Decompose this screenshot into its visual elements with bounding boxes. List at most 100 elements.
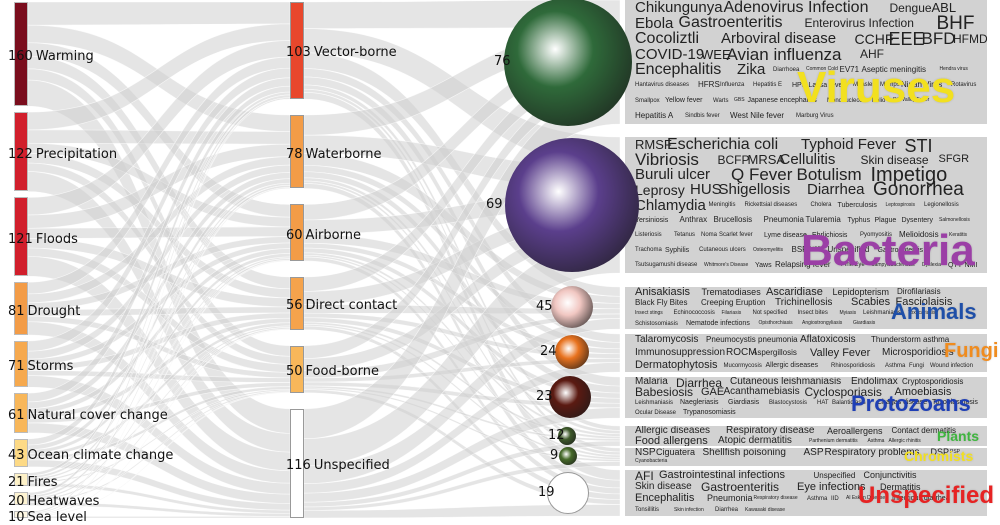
left-node-count: 20 bbox=[8, 493, 25, 509]
pathogen-disease-word: Microsporidiosis bbox=[882, 347, 954, 358]
pathogen-disease-word: Gastrointestinal infections bbox=[659, 470, 785, 482]
flow-middle-right bbox=[303, 318, 621, 484]
pathogen-disease-word: Tularemia bbox=[805, 215, 841, 225]
middle-node-bar bbox=[290, 204, 304, 261]
pathogen-disease-word: Malaria bbox=[635, 377, 668, 388]
left-node-bar bbox=[14, 282, 28, 335]
pathogen-illustration bbox=[551, 286, 593, 328]
left-node-bar bbox=[14, 2, 28, 107]
middle-node-name: Unspecified bbox=[313, 458, 390, 474]
pathogen-group-title: Viruses bbox=[797, 63, 956, 112]
pathogen-disease-word: Nematode infections bbox=[686, 320, 750, 328]
flow-middle-right bbox=[303, 461, 621, 511]
pathogen-disease-word: Creeping Eruption bbox=[701, 297, 766, 307]
pathogen-disease-word: Cocoliztli bbox=[635, 29, 700, 47]
pathogen-disease-word: Insect bites bbox=[797, 310, 828, 317]
pathogen-disease-word: Echinococcosis bbox=[673, 310, 715, 317]
pathogen-disease-word: Filariasis bbox=[721, 309, 742, 316]
pathogen-disease-word: Eye infections bbox=[797, 480, 866, 493]
pathogen-disease-word: Yaws bbox=[755, 261, 772, 269]
pathogen-disease-word: Hendra virus bbox=[939, 66, 968, 73]
pathogen-disease-word: West Nile fever bbox=[730, 111, 785, 121]
pathogen-disease-word: Anisakiasis bbox=[635, 287, 691, 298]
left-node-name: Natural cover change bbox=[27, 407, 168, 423]
pathogen-disease-word: Chagas disease bbox=[877, 399, 928, 407]
pathogen-disease-word: Not specified bbox=[752, 310, 788, 317]
pathogen-illustration bbox=[559, 447, 577, 465]
left-node-count: 81 bbox=[8, 303, 25, 319]
pathogen-disease-word: Leishmaniasis bbox=[635, 399, 674, 406]
left-node-name: Storms bbox=[27, 359, 74, 375]
pathogen-disease-word: Allergic diseases bbox=[765, 362, 819, 370]
pathogen-disease-word: Skin disease bbox=[635, 481, 692, 493]
pathogen-disease-word: Plague bbox=[874, 216, 897, 224]
left-node-bar bbox=[14, 438, 28, 467]
pathogen-illustration bbox=[558, 427, 576, 445]
pathogen-group-count: 12 bbox=[548, 428, 565, 443]
middle-node-name: Waterborne bbox=[305, 146, 382, 162]
pathogen-disease-word: Pneumonia bbox=[707, 493, 753, 504]
pathogen-disease-word: Toxocariasis bbox=[908, 309, 936, 316]
pathogen-disease-word: Trypanosomiasis bbox=[683, 409, 736, 417]
pathogen-disease-word: SFGR bbox=[938, 153, 970, 166]
pathogen-disease-word: MRSA bbox=[747, 152, 786, 168]
pathogen-disease-word: Respiratory disease bbox=[753, 495, 798, 502]
pathogen-disease-word: Nipah Virus bbox=[901, 80, 943, 90]
pathogen-disease-word: Skin infection bbox=[674, 506, 704, 513]
pathogen-disease-word: RMSF bbox=[635, 137, 672, 153]
flow-middle-right bbox=[303, 92, 621, 440]
pathogen-disease-word: Diarrhea bbox=[807, 181, 865, 199]
pathogen-disease-word: Tuberculosis bbox=[837, 201, 877, 209]
pathogen-disease-word: Tsutsugamushi disease bbox=[635, 262, 698, 269]
pathogen-disease-word: Acanthamebiasis bbox=[723, 386, 800, 398]
flow-left-middle bbox=[27, 1, 291, 26]
pathogen-disease-word: GAE bbox=[701, 385, 725, 398]
pathogen-disease-word: Opisthorchiasis bbox=[758, 320, 793, 327]
pathogen-disease-word: Rotavirus bbox=[951, 82, 977, 89]
pathogen-disease-word: IID bbox=[831, 495, 839, 502]
flow-middle-right bbox=[303, 238, 621, 467]
pathogen-disease-word: STI bbox=[904, 137, 933, 156]
pathogen-disease-word: Lepidopterism bbox=[832, 287, 890, 297]
pathogen-disease-word: Contact dermatitis bbox=[891, 426, 956, 435]
pathogen-disease-word: Hantavirus diseases bbox=[635, 82, 690, 89]
pathogen-disease-word: Gonorrhea bbox=[873, 179, 964, 201]
pathogen-disease-word: HFMD bbox=[953, 31, 987, 46]
pathogen-disease-word: Warts bbox=[713, 97, 729, 104]
pathogen-disease-word: Talaromycosis bbox=[635, 334, 699, 346]
pathogen-disease-word: Aseptic meningitis bbox=[861, 64, 926, 74]
pathogen-group-count: 23 bbox=[536, 389, 553, 404]
left-node-name: Precipitation bbox=[35, 146, 118, 162]
pathogen-disease-word: ASP bbox=[803, 448, 824, 458]
pathogen-disease-word: Arboviral disease bbox=[721, 30, 837, 48]
pathogen-disease-word: Valley Fever bbox=[810, 346, 871, 359]
pathogen-disease-word: Asthma bbox=[867, 437, 885, 444]
middle-node-count: 78 bbox=[286, 146, 303, 162]
middle-node-count: 50 bbox=[286, 364, 303, 380]
pathogen-disease-word: Measles bbox=[853, 82, 876, 89]
pathogen-disease-word: Mononucleosis bbox=[827, 97, 868, 104]
left-node-bar bbox=[14, 197, 28, 277]
pathogen-disease-word: Atopic dermatitis bbox=[718, 435, 792, 446]
left-node-bar bbox=[14, 492, 28, 506]
left-node-count: 122 bbox=[8, 146, 33, 162]
pathogen-disease-word: Typhus bbox=[847, 216, 871, 224]
pathogen-disease-word: Polio bbox=[872, 97, 886, 104]
pathogen-disease-word: GBS bbox=[734, 97, 745, 104]
flow-middle-right bbox=[303, 362, 621, 494]
pathogen-disease-word: Zika bbox=[737, 61, 766, 79]
pathogen-disease-word: Botulism bbox=[796, 165, 862, 185]
pathogen-disease-word: HAT bbox=[817, 399, 829, 406]
middle-node-name: Direct contact bbox=[305, 298, 398, 314]
middle-node-name: Airborne bbox=[305, 227, 361, 243]
pathogen-disease-word: Allergic rhinitis bbox=[888, 437, 921, 444]
pathogen-disease-word: Syphilis bbox=[665, 246, 690, 254]
